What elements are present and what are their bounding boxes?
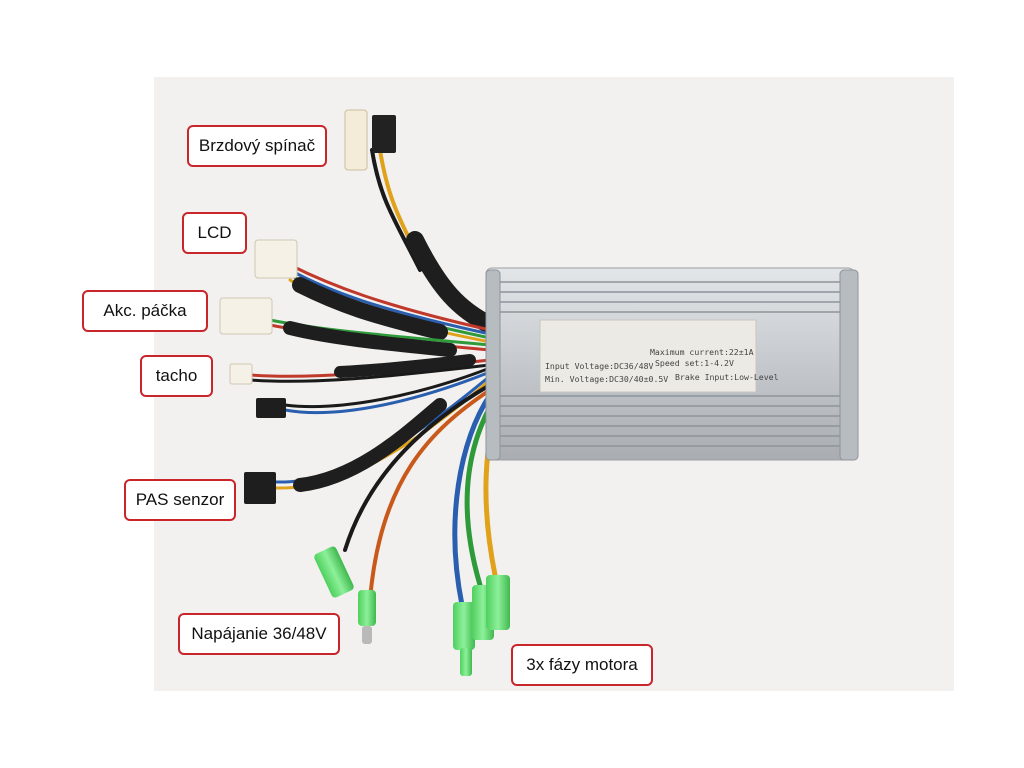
small-black-connector [256,398,286,418]
sticker-input-voltage: Input Voltage:DC36/48V [545,361,654,371]
sticker-brake-input: Brake Input:Low-Level [675,372,779,382]
tacho-connector [229,363,253,385]
power-connector-orange [358,590,376,644]
throttle-connector [219,297,273,335]
wire-harness [248,148,503,608]
pas-connector [244,472,276,504]
sticker-max-current: Maximum current:22±1A [650,347,754,357]
label-pas-sensor: PAS senzor [124,479,236,521]
phase-connectors [453,575,510,676]
brake-switch-connector [344,109,396,171]
sticker-speed-set: Speed set:1-4.2V [655,358,734,368]
lcd-connector [254,239,298,279]
label-lcd: LCD [182,212,247,254]
sticker-min-voltage: Min. Voltage:DC30/40±0.5V [545,374,668,384]
label-tacho: tacho [140,355,213,397]
controller-sticker: Maximum current:22±1A Input Voltage:DC36… [539,319,779,393]
label-power-supply: Napájanie 36/48V [178,613,340,655]
label-motor-phases: 3x fázy motora [511,644,653,686]
power-connector-black [314,546,354,598]
label-throttle: Akc. páčka [82,290,208,332]
label-brake-switch: Brzdový spínač [187,125,327,167]
